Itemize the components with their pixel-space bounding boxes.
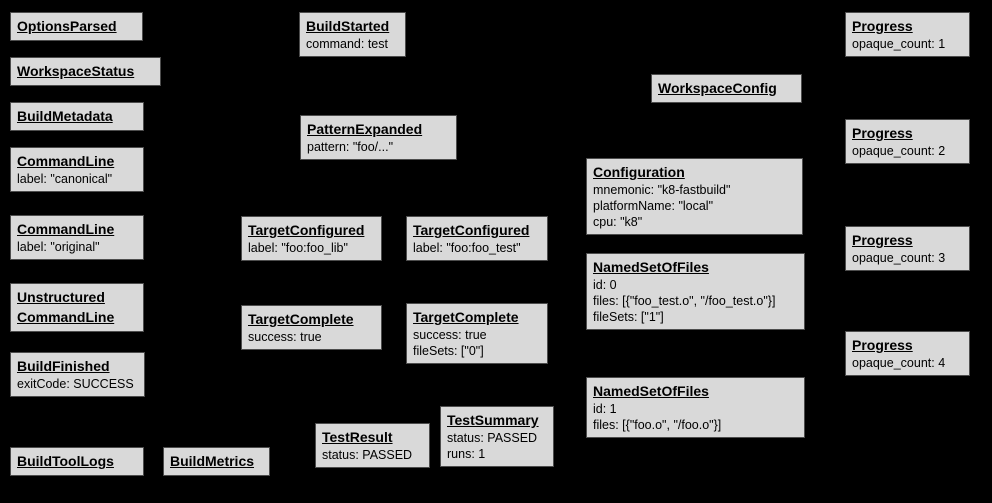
node-field: cpu: "k8" <box>593 215 643 229</box>
node-build-tool-logs: BuildToolLogs <box>10 447 144 476</box>
node-title: BuildMetrics <box>170 453 255 469</box>
node-command-line-canonical: CommandLine label: "canonical" <box>10 147 144 192</box>
node-title: WorkspaceConfig <box>658 80 777 96</box>
node-field: command: test <box>306 37 388 51</box>
node-progress-3: Progress opaque_count: 3 <box>845 226 970 271</box>
node-field: fileSets: ["0"] <box>413 344 484 358</box>
node-field: files: [{"foo_test.o", "/foo_test.o"}] <box>593 294 776 308</box>
node-title: CommandLine <box>17 309 115 325</box>
node-field: opaque_count: 3 <box>852 251 946 265</box>
node-pattern-expanded: PatternExpanded pattern: "foo/..." <box>300 115 457 160</box>
node-field: pattern: "foo/..." <box>307 140 394 154</box>
node-workspace-config: WorkspaceConfig <box>651 74 802 103</box>
node-build-metadata: BuildMetadata <box>10 102 144 131</box>
node-named-set-of-files-0: NamedSetOfFiles id: 0 files: [{"foo_test… <box>586 253 805 330</box>
node-configuration: Configuration mnemonic: "k8-fastbuild" p… <box>586 158 803 235</box>
node-field: opaque_count: 4 <box>852 356 946 370</box>
node-title: TargetConfigured <box>248 222 365 238</box>
node-title: TestResult <box>322 429 393 445</box>
node-build-finished: BuildFinished exitCode: SUCCESS <box>10 352 145 397</box>
node-title: BuildToolLogs <box>17 453 114 469</box>
node-target-complete-foo-lib: TargetComplete success: true <box>241 305 382 350</box>
node-title: Progress <box>852 18 913 34</box>
node-field: platformName: "local" <box>593 199 714 213</box>
node-title: PatternExpanded <box>307 121 423 137</box>
node-title: Configuration <box>593 164 685 180</box>
node-progress-1: Progress opaque_count: 1 <box>845 12 970 57</box>
node-field: opaque_count: 2 <box>852 144 946 158</box>
node-progress-2: Progress opaque_count: 2 <box>845 119 970 164</box>
node-field: label: "canonical" <box>17 172 113 186</box>
node-field: files: [{"foo.o", "/foo.o"}] <box>593 418 722 432</box>
node-title: Unstructured <box>17 289 105 305</box>
node-title: BuildMetadata <box>17 108 113 124</box>
node-test-result: TestResult status: PASSED <box>315 423 430 468</box>
node-title: OptionsParsed <box>17 18 117 34</box>
node-title: BuildStarted <box>306 18 390 34</box>
node-title: TestSummary <box>447 412 539 428</box>
node-test-summary: TestSummary status: PASSED runs: 1 <box>440 406 554 467</box>
node-title: TargetComplete <box>413 309 519 325</box>
node-target-configured-foo-test: TargetConfigured label: "foo:foo_test" <box>406 216 548 261</box>
node-field: label: "foo:foo_lib" <box>248 241 348 255</box>
node-progress-4: Progress opaque_count: 4 <box>845 331 970 376</box>
node-field: id: 0 <box>593 278 617 292</box>
node-field: runs: 1 <box>447 447 486 461</box>
node-title: TargetComplete <box>248 311 354 327</box>
node-field: exitCode: SUCCESS <box>17 377 134 391</box>
node-build-started: BuildStarted command: test <box>299 12 406 57</box>
node-field: status: PASSED <box>447 431 538 445</box>
node-options-parsed: OptionsParsed <box>10 12 143 41</box>
node-field: mnemonic: "k8-fastbuild" <box>593 183 731 197</box>
node-title: TargetConfigured <box>413 222 530 238</box>
node-title: BuildFinished <box>17 358 110 374</box>
node-target-configured-foo-lib: TargetConfigured label: "foo:foo_lib" <box>241 216 382 261</box>
node-field: label: "foo:foo_test" <box>413 241 521 255</box>
node-title: CommandLine <box>17 153 115 169</box>
node-title: CommandLine <box>17 221 115 237</box>
node-title: Progress <box>852 125 913 141</box>
node-field: success: true <box>413 328 487 342</box>
node-title: NamedSetOfFiles <box>593 383 709 399</box>
node-title: NamedSetOfFiles <box>593 259 709 275</box>
node-title: WorkspaceStatus <box>17 63 135 79</box>
node-title: Progress <box>852 337 913 353</box>
node-field: label: "original" <box>17 240 100 254</box>
node-field: id: 1 <box>593 402 617 416</box>
node-named-set-of-files-1: NamedSetOfFiles id: 1 files: [{"foo.o", … <box>586 377 805 438</box>
node-field: success: true <box>248 330 322 344</box>
node-title: Progress <box>852 232 913 248</box>
node-build-metrics: BuildMetrics <box>163 447 270 476</box>
node-field: opaque_count: 1 <box>852 37 946 51</box>
node-workspace-status: WorkspaceStatus <box>10 57 161 86</box>
node-field: fileSets: ["1"] <box>593 310 664 324</box>
node-field: status: PASSED <box>322 448 413 462</box>
node-command-line-original: CommandLine label: "original" <box>10 215 144 260</box>
node-target-complete-foo-test: TargetComplete success: true fileSets: [… <box>406 303 548 364</box>
node-unstructured-command-line: Unstructured CommandLine <box>10 283 144 332</box>
